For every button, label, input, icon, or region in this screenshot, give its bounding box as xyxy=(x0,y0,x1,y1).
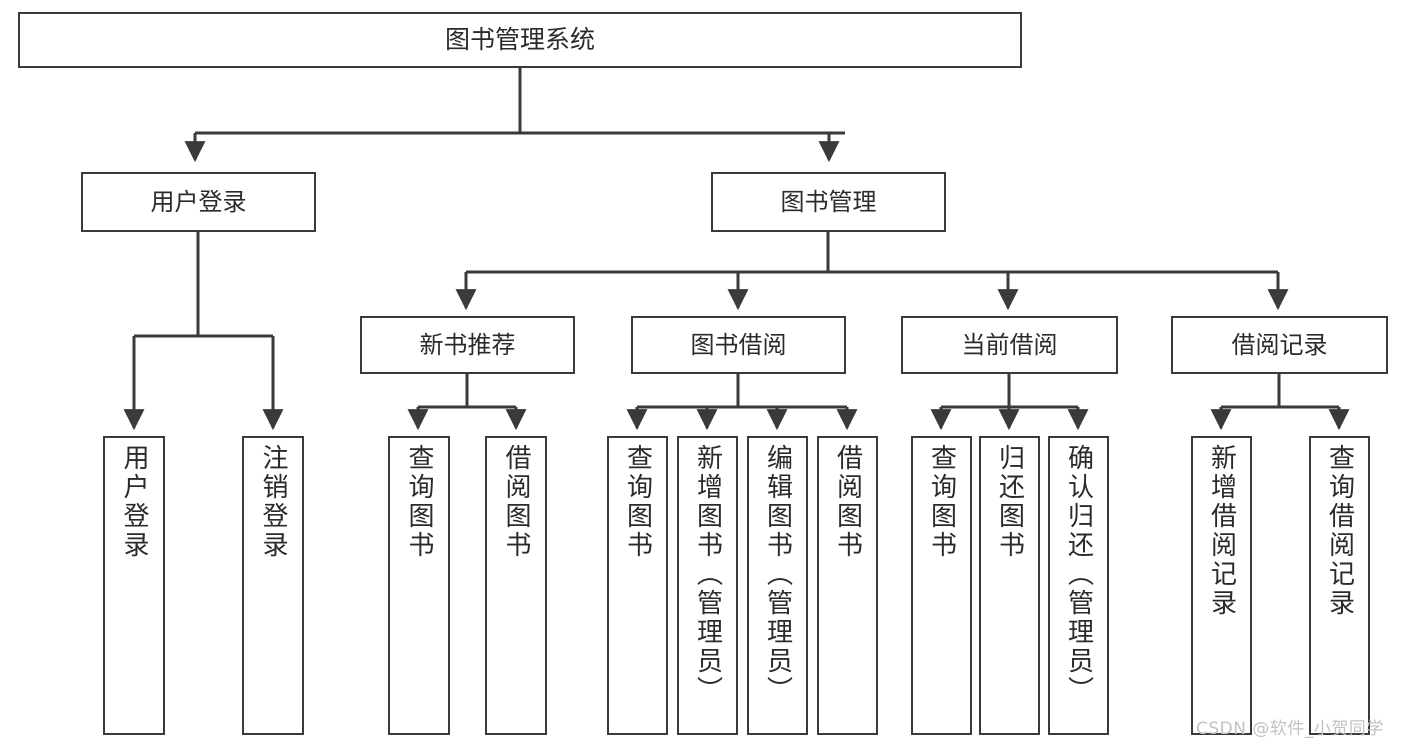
leaf-query-book-current[interactable]: 查询图书 xyxy=(911,436,972,735)
leaf-confirm-return-admin[interactable]: 确认归还（管理员） xyxy=(1048,436,1109,735)
leaf-logout-login[interactable]: 注销登录 xyxy=(242,436,304,735)
node-label: 借阅记录 xyxy=(1231,330,1328,359)
leaf-edit-book-admin[interactable]: 编辑图书（管理员） xyxy=(747,436,808,735)
node-label: 借阅图书 xyxy=(832,444,863,560)
leaf-borrow-book-borrow[interactable]: 借阅图书 xyxy=(817,436,878,735)
node-label: 查询图书 xyxy=(622,444,653,560)
node-current-borrow[interactable]: 当前借阅 xyxy=(901,316,1118,374)
node-label: 查询图书 xyxy=(404,444,434,560)
csdn-watermark: CSDN @软件_小贺同学 xyxy=(1196,719,1384,739)
node-label: 用户登录 xyxy=(150,187,247,216)
node-label: 借阅图书 xyxy=(501,444,531,560)
node-user-login[interactable]: 用户登录 xyxy=(81,172,316,232)
node-label: 查询借阅记录 xyxy=(1324,444,1355,618)
node-book-manage[interactable]: 图书管理 xyxy=(711,172,946,232)
node-label: 确认归还（管理员） xyxy=(1063,444,1094,705)
node-label: 编辑图书（管理员） xyxy=(762,444,793,705)
node-label: 图书管理 xyxy=(780,187,877,216)
leaf-query-book-recommend[interactable]: 查询图书 xyxy=(388,436,450,735)
node-label: 新书推荐 xyxy=(419,330,516,359)
node-label: 图书借阅 xyxy=(690,330,787,359)
node-borrow-record[interactable]: 借阅记录 xyxy=(1171,316,1388,374)
leaf-add-book-admin[interactable]: 新增图书（管理员） xyxy=(677,436,738,735)
leaf-borrow-book-recommend[interactable]: 借阅图书 xyxy=(485,436,547,735)
leaf-add-borrow-record[interactable]: 新增借阅记录 xyxy=(1191,436,1252,735)
node-label: 用户登录 xyxy=(119,444,149,560)
node-root-book-management-system[interactable]: 图书管理系统 xyxy=(18,12,1022,68)
node-label: 新增图书（管理员） xyxy=(692,444,723,705)
node-label: 新增借阅记录 xyxy=(1206,444,1237,618)
leaf-return-book[interactable]: 归还图书 xyxy=(979,436,1040,735)
leaf-user-login[interactable]: 用户登录 xyxy=(103,436,165,735)
node-label: 归还图书 xyxy=(994,444,1025,560)
node-label: 注销登录 xyxy=(258,444,288,560)
node-label: 当前借阅 xyxy=(961,330,1058,359)
node-new-book-recommend[interactable]: 新书推荐 xyxy=(360,316,575,374)
node-label: 查询图书 xyxy=(926,444,957,560)
leaf-query-borrow-record[interactable]: 查询借阅记录 xyxy=(1309,436,1370,735)
leaf-query-book-borrow[interactable]: 查询图书 xyxy=(607,436,668,735)
node-label: 图书管理系统 xyxy=(444,25,595,54)
node-book-borrow[interactable]: 图书借阅 xyxy=(631,316,846,374)
